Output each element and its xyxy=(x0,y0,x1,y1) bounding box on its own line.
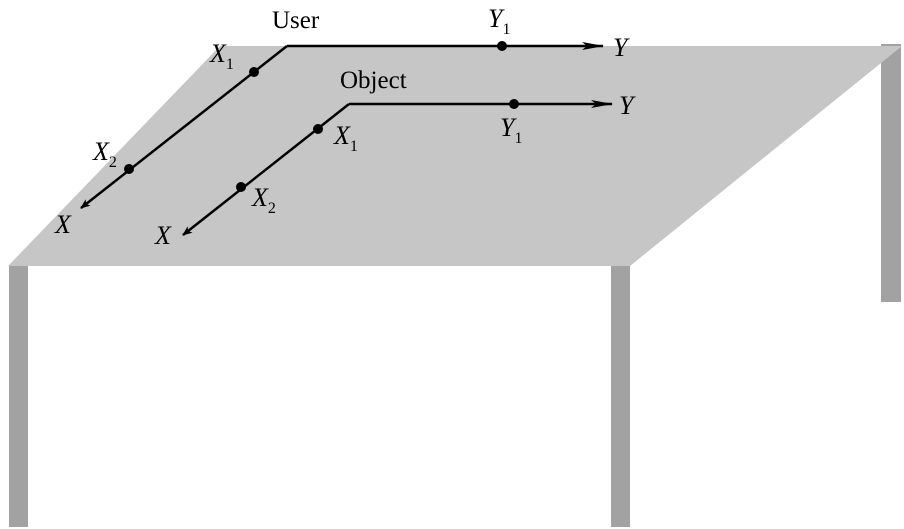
object-x1-label: X1 xyxy=(333,121,358,155)
user-point-x1 xyxy=(249,67,259,77)
user-point-y1 xyxy=(497,41,507,51)
object-point-x2 xyxy=(236,182,246,192)
user-x2-label: X2 xyxy=(92,137,117,171)
table-leg-back-right xyxy=(881,44,901,302)
object-frame: Object X1 X2 Y1 X Y xyxy=(154,67,636,250)
object-point-y1 xyxy=(509,99,519,109)
user-point-x2 xyxy=(124,164,134,174)
user-y-axis-label: Y xyxy=(613,33,630,62)
object-y-axis-label: Y xyxy=(619,91,636,120)
object-x-axis-label: X xyxy=(154,221,172,250)
user-title: User xyxy=(272,7,320,34)
user-frame: User X1 X2 Y1 X Y xyxy=(54,4,630,239)
object-point-x1 xyxy=(313,124,323,134)
user-x-axis-label: X xyxy=(54,210,72,239)
table-leg-front-left xyxy=(9,266,28,527)
object-title: Object xyxy=(340,67,407,94)
user-x1-label: X1 xyxy=(209,39,234,73)
tabletop xyxy=(8,46,902,266)
table-leg-front-right xyxy=(611,266,630,527)
user-y1-label: Y1 xyxy=(488,4,510,38)
object-y1-label: Y1 xyxy=(500,113,522,147)
object-x2-label: X2 xyxy=(251,183,276,217)
